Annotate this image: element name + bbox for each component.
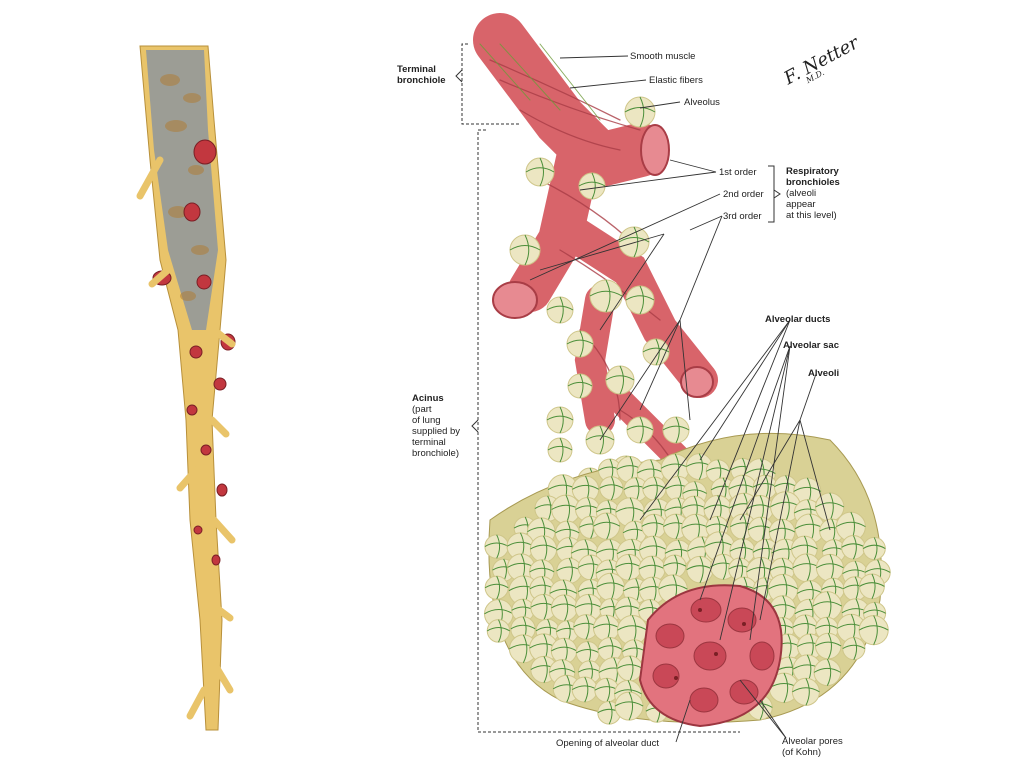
- alveolus-bubble: [663, 417, 689, 443]
- alveolus-bubble: [547, 407, 573, 433]
- alveolus-bubble: [842, 536, 866, 560]
- label-alveoli: Alveoli: [808, 368, 839, 379]
- label-smooth-muscle: Smooth muscle: [630, 51, 695, 62]
- label-elastic-fibers: Elastic fibers: [649, 75, 703, 86]
- alveolus-bubble: [792, 678, 819, 705]
- alveolus-bubble: [548, 438, 572, 462]
- alveolus-bubble: [572, 677, 597, 702]
- alveolus-bubble: [593, 615, 619, 641]
- label-resp-title-2: bronchioles: [786, 177, 840, 188]
- label-third-order: 3rd order: [723, 211, 762, 222]
- alveolus-bubble: [814, 659, 841, 686]
- alveolus-bubble: [526, 158, 554, 186]
- label-acinus-note-2: of lung: [412, 415, 441, 426]
- label-alveolar-sac: Alveolar sac: [783, 340, 839, 351]
- alveolus-bubble: [606, 366, 634, 394]
- label-alveolar-pores-line-2: (of Kohn): [782, 747, 821, 758]
- alveolus-bubble: [816, 554, 843, 581]
- alveolus-bubble: [594, 513, 620, 539]
- alveolus-bubble: [547, 297, 573, 323]
- alveolus-bubble: [568, 374, 592, 398]
- label-acinus-note-3: supplied by: [412, 426, 460, 437]
- label-second-order: 2nd order: [723, 189, 764, 200]
- label-resp-note-1: (alveoli: [786, 188, 816, 199]
- label-acinus-note-5: bronchiole): [412, 448, 459, 459]
- alveolus-bubble: [590, 280, 622, 312]
- label-resp-note-2: appear: [786, 199, 816, 210]
- alveolus-bubble: [643, 477, 666, 500]
- alveolus-bubble: [625, 97, 655, 127]
- alveolus-bubble: [642, 514, 666, 538]
- bronchial-tree-cast: [140, 46, 235, 730]
- label-terminal-bronchiole: Terminal bronchiole: [397, 64, 446, 86]
- alveolus-bubble: [597, 573, 625, 601]
- alveolus-bubble: [485, 535, 508, 558]
- label-acinus-note-1: (part: [412, 404, 432, 415]
- alveolus-bubble: [579, 173, 605, 199]
- alveolus-bubble: [510, 235, 540, 265]
- label-resp-note-3: at this level): [786, 210, 837, 221]
- label-acinus-note-4: terminal: [412, 437, 446, 448]
- alveolus-bubble: [859, 616, 888, 645]
- label-resp-title-1: Respiratory: [786, 166, 839, 177]
- label-alveolar-pores-line-1: Alveolar pores: [782, 736, 843, 747]
- alveolus-bubble: [615, 692, 643, 720]
- label-acinus: Acinus (part of lung supplied by termina…: [412, 393, 460, 459]
- alveolus-bubble: [627, 417, 653, 443]
- alveolus-bubble: [600, 477, 623, 500]
- alveolus-bubble: [487, 620, 510, 643]
- alveolus-bubble: [687, 556, 713, 582]
- alveolus-bubble: [485, 576, 508, 599]
- label-terminal-bronchiole-line-2: bronchiole: [397, 75, 446, 86]
- alveolus-bubble: [626, 286, 654, 314]
- label-first-order: 1st order: [719, 167, 757, 178]
- alveolus-bubble: [843, 637, 865, 659]
- alveolus-bubble: [860, 574, 885, 599]
- alveolus-bubble: [551, 595, 577, 621]
- alveolus-bubble: [663, 555, 685, 577]
- label-acinus-title: Acinus: [412, 393, 444, 404]
- label-alveolus: Alveolus: [684, 97, 720, 108]
- alveolus-bubble: [530, 536, 556, 562]
- label-terminal-bronchiole-line-1: Terminal: [397, 64, 436, 75]
- alveolus-bubble: [619, 227, 649, 257]
- label-alveolar-ducts: Alveolar ducts: [765, 314, 830, 325]
- label-alveolar-pores: Alveolar pores (of Kohn): [782, 736, 843, 758]
- alveolus-bubble: [863, 537, 885, 559]
- label-opening-alveolar-duct: Opening of alveolar duct: [556, 738, 659, 749]
- alveolus-bubble: [617, 656, 642, 681]
- alveolus-bubble: [815, 633, 841, 659]
- alveolus-bubble: [813, 592, 842, 621]
- label-respiratory-bronchioles: Respiratory bronchioles (alveoli appear …: [786, 166, 840, 221]
- alveolus-bubble: [557, 558, 582, 583]
- alveolus-bubble: [567, 331, 593, 357]
